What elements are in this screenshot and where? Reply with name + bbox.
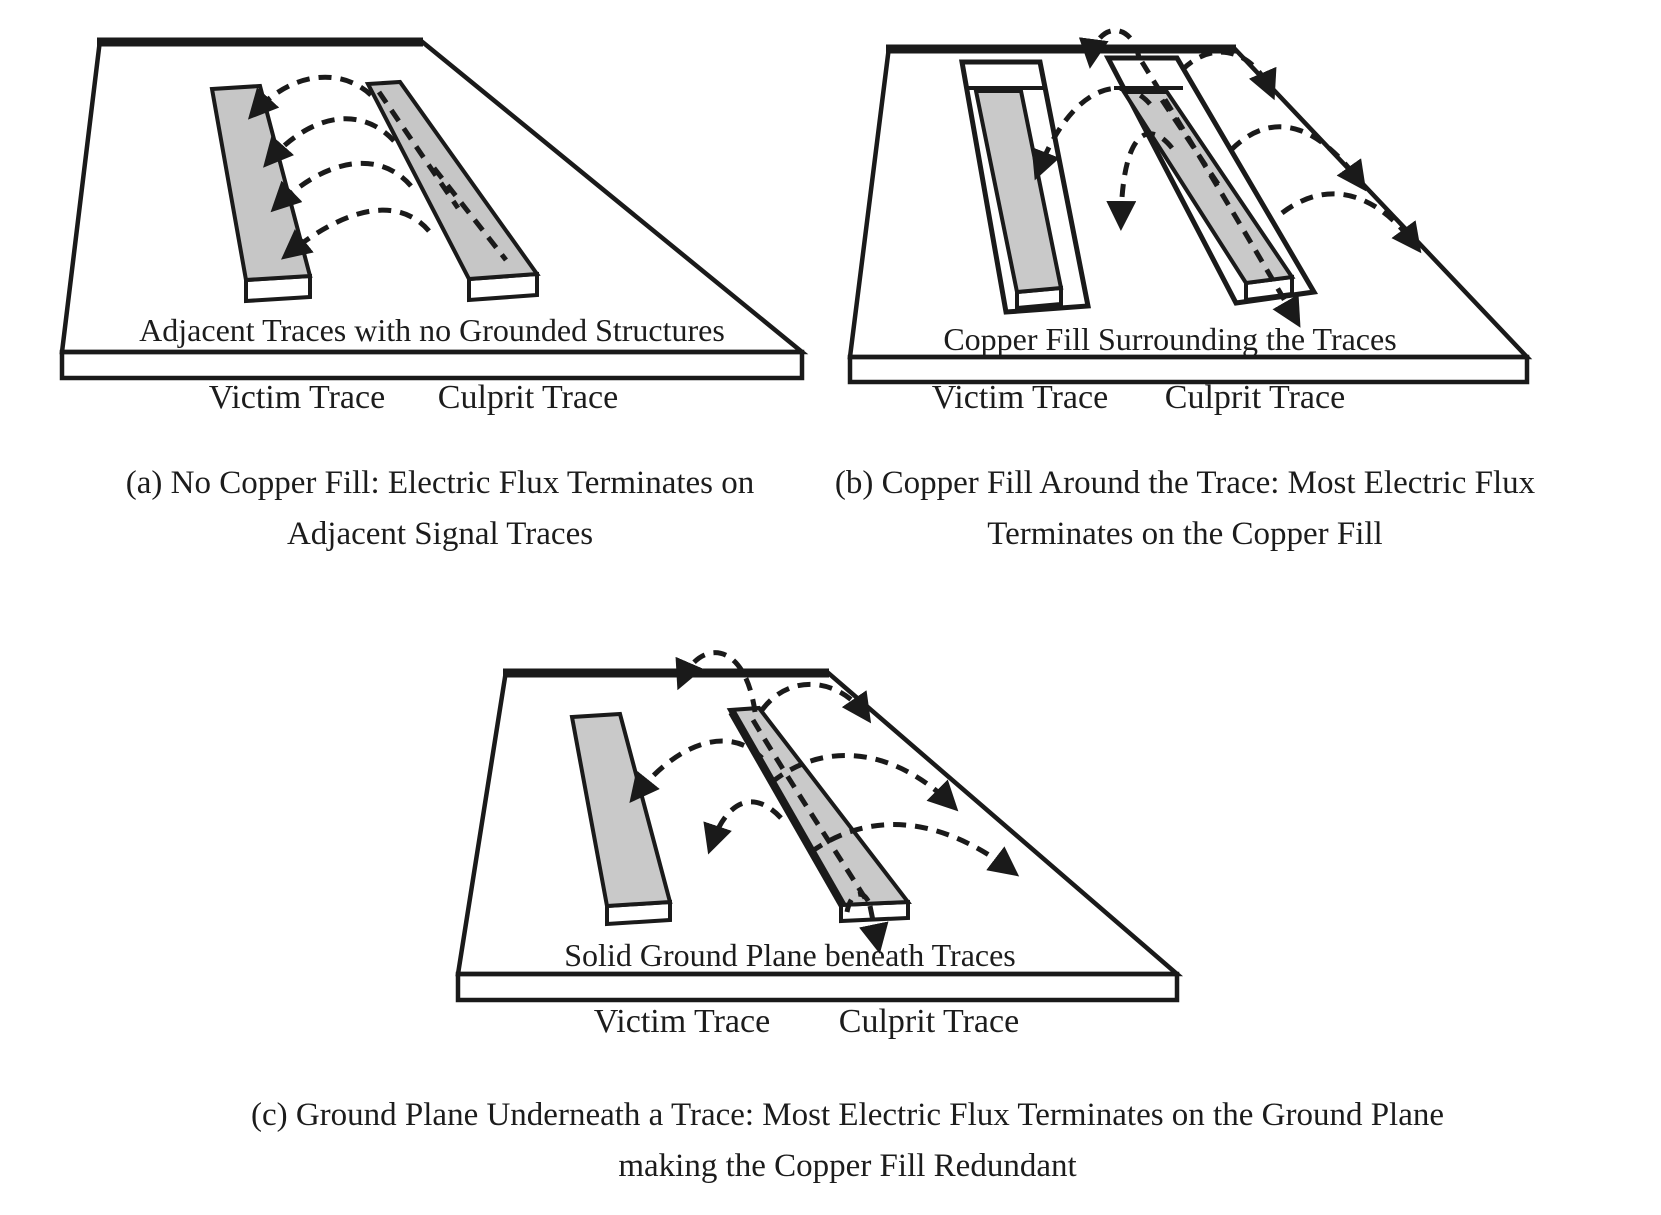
flux-arc bbox=[1180, 49, 1277, 101]
victim-trace bbox=[209, 83, 313, 283]
board-label: Copper Fill Surrounding the Traces bbox=[943, 321, 1396, 357]
flux-line-to-ground bbox=[859, 905, 889, 954]
panel-c-diagram: Solid Ground Plane beneath Traces Victim… bbox=[455, 650, 1184, 1040]
flux-arc bbox=[629, 738, 764, 804]
flux-arc bbox=[270, 160, 413, 213]
flux-arc bbox=[675, 650, 758, 713]
caption-line: (b) Copper Fill Around the Trace: Most E… bbox=[834, 465, 1536, 501]
flux-arc bbox=[1280, 191, 1422, 254]
flux-arc bbox=[1106, 131, 1174, 231]
caption-line: Adjacent Signal Traces bbox=[286, 516, 594, 552]
flux-arcs bbox=[1031, 28, 1422, 254]
panel-b-diagram: Copper Fill Surrounding the Traces Victi… bbox=[847, 28, 1533, 416]
caption-panel-b: (b) Copper Fill Around the Trace: Most E… bbox=[785, 458, 1585, 560]
culprit-trace bbox=[726, 705, 912, 908]
flux-arc bbox=[1229, 124, 1367, 192]
flux-arc bbox=[1078, 28, 1142, 69]
flux-arc bbox=[281, 207, 431, 260]
flux-arc bbox=[770, 753, 959, 812]
flux-line-on-culprit bbox=[844, 891, 874, 913]
culprit-trace-label: Culprit Trace bbox=[438, 379, 618, 416]
caption-panel-c: (c) Ground Plane Underneath a Trace: Mos… bbox=[180, 1090, 1515, 1192]
culprit-trace-label: Culprit Trace bbox=[1165, 379, 1345, 416]
victim-trace-label: Victim Trace bbox=[932, 379, 1108, 416]
victim-trace bbox=[973, 89, 1064, 295]
flux-arcs bbox=[629, 650, 1020, 877]
caption-line: making the Copper Fill Redundant bbox=[618, 1148, 1077, 1184]
caption-line: (c) Ground Plane Underneath a Trace: Mos… bbox=[250, 1097, 1445, 1133]
board-side-face bbox=[59, 349, 805, 381]
victim-trace bbox=[569, 711, 673, 909]
culprit-trace-side-edge bbox=[728, 710, 847, 908]
flux-line-on-culprit bbox=[1159, 98, 1225, 192]
flux-arc bbox=[703, 799, 783, 855]
board-label: Solid Ground Plane beneath Traces bbox=[564, 937, 1016, 973]
flux-line-on-culprit bbox=[376, 90, 461, 210]
board-side-face bbox=[455, 971, 1180, 1003]
caption-line: (a) No Copper Fill: Electric Flux Termin… bbox=[125, 465, 755, 501]
flux-arcs bbox=[247, 74, 431, 260]
flux-arc bbox=[759, 682, 872, 724]
panel-a-diagram: Adjacent Traces with no Grounded Structu… bbox=[59, 37, 809, 416]
victim-trace-label: Victim Trace bbox=[209, 379, 385, 416]
culprit-trace-label: Culprit Trace bbox=[839, 1003, 1019, 1040]
flux-line-on-culprit bbox=[750, 718, 868, 900]
culprit-trace bbox=[364, 79, 541, 282]
board-side-face bbox=[847, 354, 1530, 385]
flux-arc bbox=[263, 116, 396, 168]
flux-arc bbox=[247, 74, 373, 120]
caption-panel-a: (a) No Copper Fill: Electric Flux Termin… bbox=[40, 458, 840, 560]
flux-arc bbox=[809, 822, 1020, 877]
board-label: Adjacent Traces with no Grounded Structu… bbox=[139, 312, 725, 348]
flux-line-on-culprit bbox=[432, 166, 508, 262]
caption-line: Terminates on the Copper Fill bbox=[987, 516, 1383, 552]
victim-trace-label: Victim Trace bbox=[594, 1003, 770, 1040]
